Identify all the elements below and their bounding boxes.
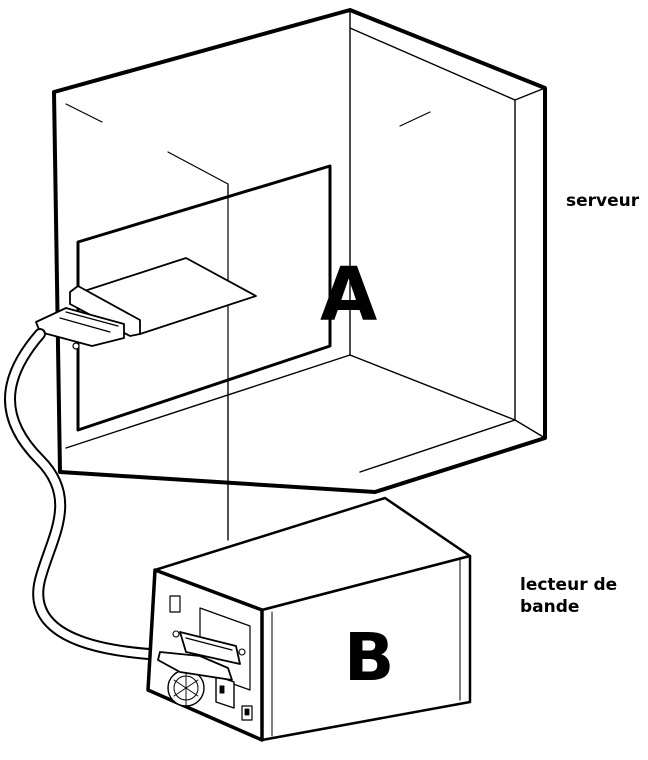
tape-drive-label-line1: lecteur de [520, 575, 618, 595]
server-illustration [35, 8, 547, 541]
server-label: serveur [566, 191, 640, 211]
tape-drive-illustration [146, 496, 472, 742]
tape-drive-letter: B [344, 619, 394, 696]
server-letter: A [320, 252, 377, 338]
scsi-cable [4, 328, 171, 661]
tape-drive-label-line2: bande [520, 597, 580, 617]
tape-drive-label: lecteur de bande [520, 574, 617, 618]
